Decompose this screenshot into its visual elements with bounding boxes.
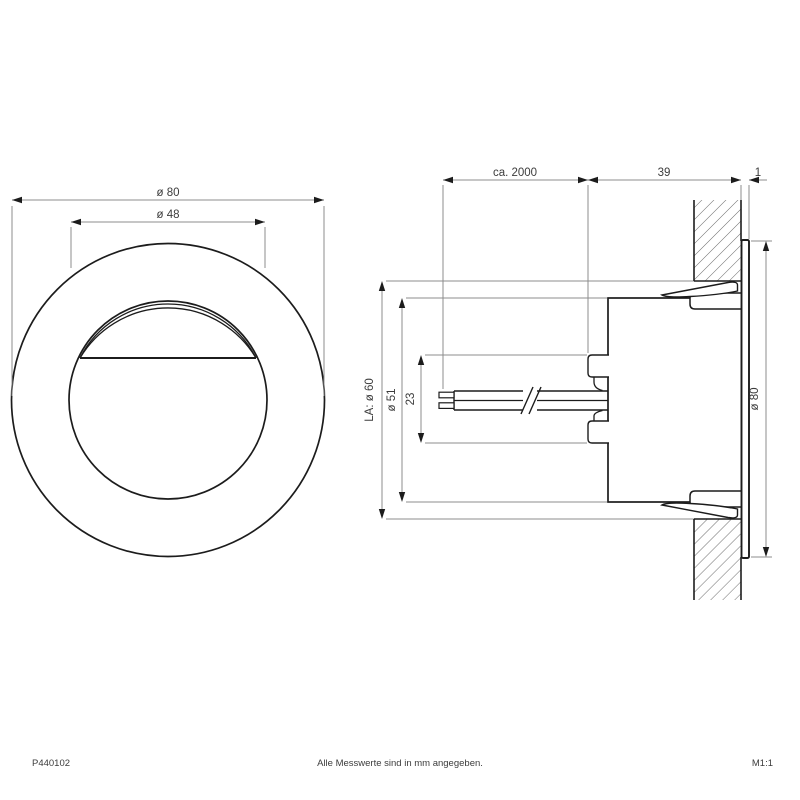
wire-end-top (438, 391, 455, 399)
front-outer-diameter-label: ø 80 (156, 187, 179, 199)
cable-connector (587, 354, 609, 444)
fixture-body (607, 297, 743, 503)
cable-length-label: ca. 2000 (493, 167, 537, 179)
dim-cutout-diameter: LA: ø 60 (364, 281, 386, 519)
wall-section-upper (693, 200, 742, 282)
wire-end-bottom (438, 402, 455, 409)
cutout-diameter-label: LA: ø 60 (364, 378, 376, 421)
dim-front-diameter: ø 80 (749, 241, 770, 557)
dim-cable-length: ca. 2000 (443, 167, 588, 184)
dim-bezel-thickness: 1 (749, 167, 767, 184)
section-view: ca. 2000 39 1 ø 80 LA: ø 60 (364, 167, 772, 600)
spring-clip-top (660, 281, 739, 298)
body-diameter-label: ø 51 (386, 388, 398, 411)
power-cable (438, 385, 608, 416)
bezel-plate (740, 239, 750, 559)
section-extension-lines (386, 185, 772, 558)
footer: P440102 Alle Messwerte sind in mm angege… (32, 758, 773, 769)
front-inner-diameter-label: ø 48 (156, 209, 179, 221)
connector-height-label: 23 (405, 393, 417, 406)
drawing-scale: M1:1 (752, 758, 773, 769)
part-number: P440102 (32, 758, 70, 769)
recess-depth-label: 39 (658, 167, 671, 179)
front-dim-inner-diameter: ø 48 (70, 209, 266, 268)
dim-recess-depth: 39 (588, 167, 741, 184)
bezel-thickness-label: 1 (755, 167, 761, 179)
cable-break-gap (523, 385, 537, 416)
front-eyelid-shade (79, 303, 257, 359)
units-note: Alle Messwerte sind in mm angegeben. (317, 758, 483, 769)
wall-section-lower (693, 518, 742, 600)
front-dim-outer-diameter: ø 80 (11, 187, 325, 396)
dim-connector-height: 23 (405, 355, 425, 443)
spring-clip-bottom (660, 502, 739, 519)
dim-body-diameter: ø 51 (386, 298, 406, 502)
front-outer-ring (10, 242, 326, 558)
front-view: ø 80 ø 48 (10, 187, 326, 558)
front-inner-opening (68, 300, 268, 500)
front-diameter-label: ø 80 (749, 387, 761, 410)
